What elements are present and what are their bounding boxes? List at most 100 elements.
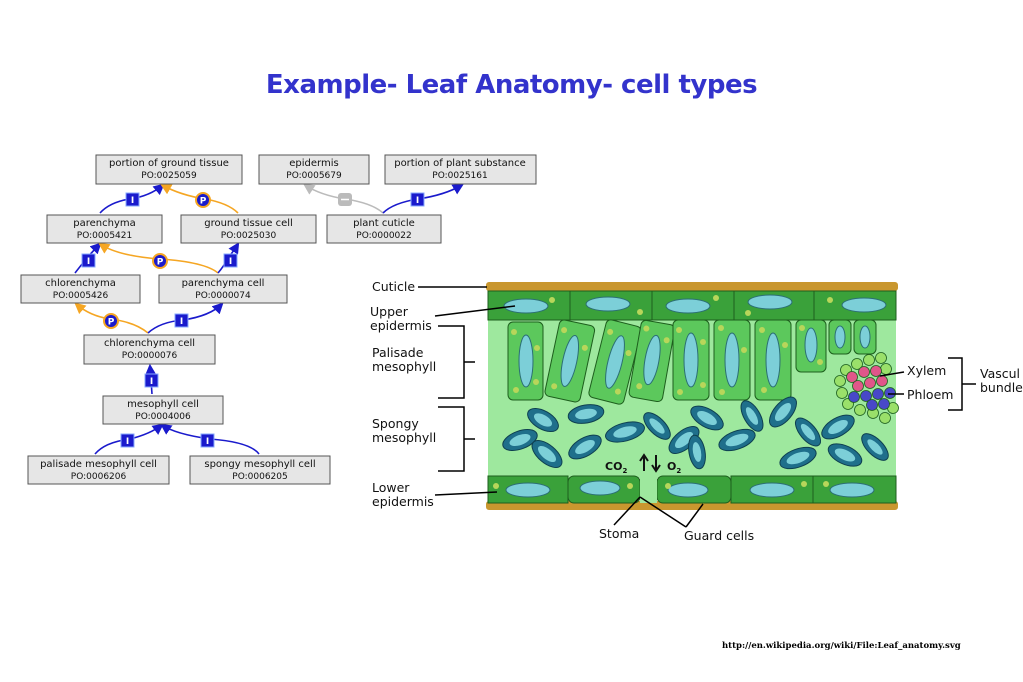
spongy-cell [688, 434, 706, 470]
badge-isa: I [144, 373, 159, 388]
spongy-cell [643, 412, 671, 440]
node-id: PO:0005679 [286, 171, 342, 181]
ontology-node[interactable]: parenchyma PO:0005421 [46, 214, 163, 244]
xylem-cell [870, 365, 882, 377]
ontology-node[interactable]: plant cuticle PO:0000022 [326, 214, 442, 244]
node-id: PO:0025161 [432, 171, 487, 181]
ontology-node[interactable]: ground tissue cell PO:0025030 [180, 214, 317, 244]
epidermis-cell [651, 290, 735, 321]
node-name: chlorenchyma [45, 278, 116, 289]
node-id: PO:0006206 [71, 472, 127, 482]
palisade-cell [795, 319, 827, 373]
label-cuticle: Cuticle [372, 279, 415, 294]
gas-exchange: CO2 O2 [605, 453, 681, 475]
palisade-cell [754, 319, 792, 401]
label-vascular-bundle: bundle [980, 380, 1023, 395]
badge-isa: I [223, 253, 238, 268]
node-id: PO:0000076 [122, 351, 178, 361]
label-vascular-bundle: Vascul [980, 366, 1020, 381]
cuticle-top [486, 282, 898, 291]
node-name: plant cuticle [353, 218, 415, 229]
ontology-node[interactable]: mesophyll cell PO:0004006 [102, 395, 224, 425]
svg-text:I: I [229, 257, 232, 267]
vascular-bundle [834, 352, 899, 424]
svg-text:I: I [87, 257, 90, 267]
badge-partof: P [103, 313, 119, 329]
spongy-cell [821, 414, 855, 440]
node-id: PO:0004006 [135, 412, 191, 422]
ontology-node[interactable]: chlorenchyma cell PO:0000076 [83, 334, 216, 365]
svg-text:I: I [206, 437, 209, 447]
label-upper-epidermis: Upper [370, 304, 409, 319]
ontology-node[interactable]: portion of ground tissue PO:0025059 [95, 154, 243, 185]
node-name: portion of ground tissue [109, 158, 229, 169]
node-name: chlorenchyma cell [104, 338, 195, 349]
xylem-cell [846, 371, 858, 383]
node-id: PO:0000022 [356, 231, 411, 241]
source-link[interactable]: http://en.wikipedia.org/wiki/File:Leaf_a… [722, 641, 961, 651]
svg-text:P: P [157, 258, 164, 268]
spongy-cell [502, 429, 538, 451]
palisade-cell [713, 319, 751, 401]
node-name: parenchyma [73, 218, 135, 229]
slide-title: Example- Leaf Anatomy- cell types [265, 70, 758, 100]
xylem-cell [858, 366, 870, 378]
svg-text:I: I [416, 196, 419, 206]
ontology-node[interactable]: epidermis PO:0005679 [258, 154, 370, 185]
xylem-cell [864, 377, 876, 389]
spongy-cell [779, 446, 817, 470]
palisade-cell [828, 319, 852, 355]
spongy-cell [861, 433, 889, 461]
ontology-node[interactable]: chlorenchyma PO:0005426 [20, 274, 141, 304]
svg-text:I: I [131, 196, 134, 206]
spongy-cell [740, 400, 764, 432]
upper-epidermis [487, 290, 897, 321]
badge-isa: I [81, 253, 96, 268]
phloem-cell [848, 391, 860, 403]
spongy-cell [718, 428, 756, 452]
spongy-cell [531, 440, 563, 468]
label-palisade-mesophyll: Palisade [372, 345, 424, 360]
node-name: parenchyma cell [182, 278, 265, 289]
svg-text:I: I [180, 317, 183, 327]
palisade-cell [628, 319, 676, 403]
badge-isa: I [174, 313, 189, 328]
badge-partof: P [195, 192, 211, 208]
node-name: palisade mesophyll cell [40, 459, 157, 470]
ontology-node[interactable]: palisade mesophyll cell PO:0006206 [27, 455, 170, 485]
ontology-node[interactable]: spongy mesophyll cell PO:0006205 [189, 455, 331, 485]
node-id: PO:0006205 [232, 472, 287, 482]
label-upper-epidermis: epidermis [370, 318, 432, 333]
spongy-cell [605, 421, 645, 443]
label-guard-cells: Guard cells [684, 528, 754, 543]
spongy-cell [690, 405, 724, 431]
phloem-cell [884, 387, 896, 399]
label-stoma: Stoma [599, 526, 639, 541]
spongy-cell [568, 434, 602, 460]
badge-partof: P [152, 253, 168, 269]
relation-badges: I P I I P I P I I I I [81, 192, 425, 448]
svg-text:P: P [108, 318, 115, 328]
svg-text:P: P [200, 197, 207, 207]
spongy-cell [567, 404, 605, 424]
epidermis-cell [487, 475, 569, 504]
ontology-nodes: portion of ground tissue PO:0025059 epid… [20, 154, 537, 485]
epidermis-cell [812, 475, 897, 504]
stoma-pore [640, 478, 657, 503]
epidermis-cell [487, 290, 571, 321]
label-palisade-mesophyll: mesophyll [372, 359, 436, 374]
down-arrow-icon [651, 455, 661, 473]
label-xylem: Xylem [907, 363, 946, 378]
ontology-node[interactable]: portion of plant substance PO:0025161 [384, 154, 537, 185]
guard-cell [656, 475, 732, 504]
xylem-cell [852, 380, 864, 392]
epidermis-cell [569, 290, 653, 321]
svg-text:I: I [150, 377, 153, 387]
label-phloem: Phloem [907, 387, 953, 402]
lower-epidermis [487, 475, 897, 504]
palisade-cell [544, 319, 596, 403]
spongy-cell [827, 443, 863, 467]
ontology-node[interactable]: parenchyma cell PO:0000074 [158, 274, 288, 304]
epidermis-cell [733, 290, 815, 321]
